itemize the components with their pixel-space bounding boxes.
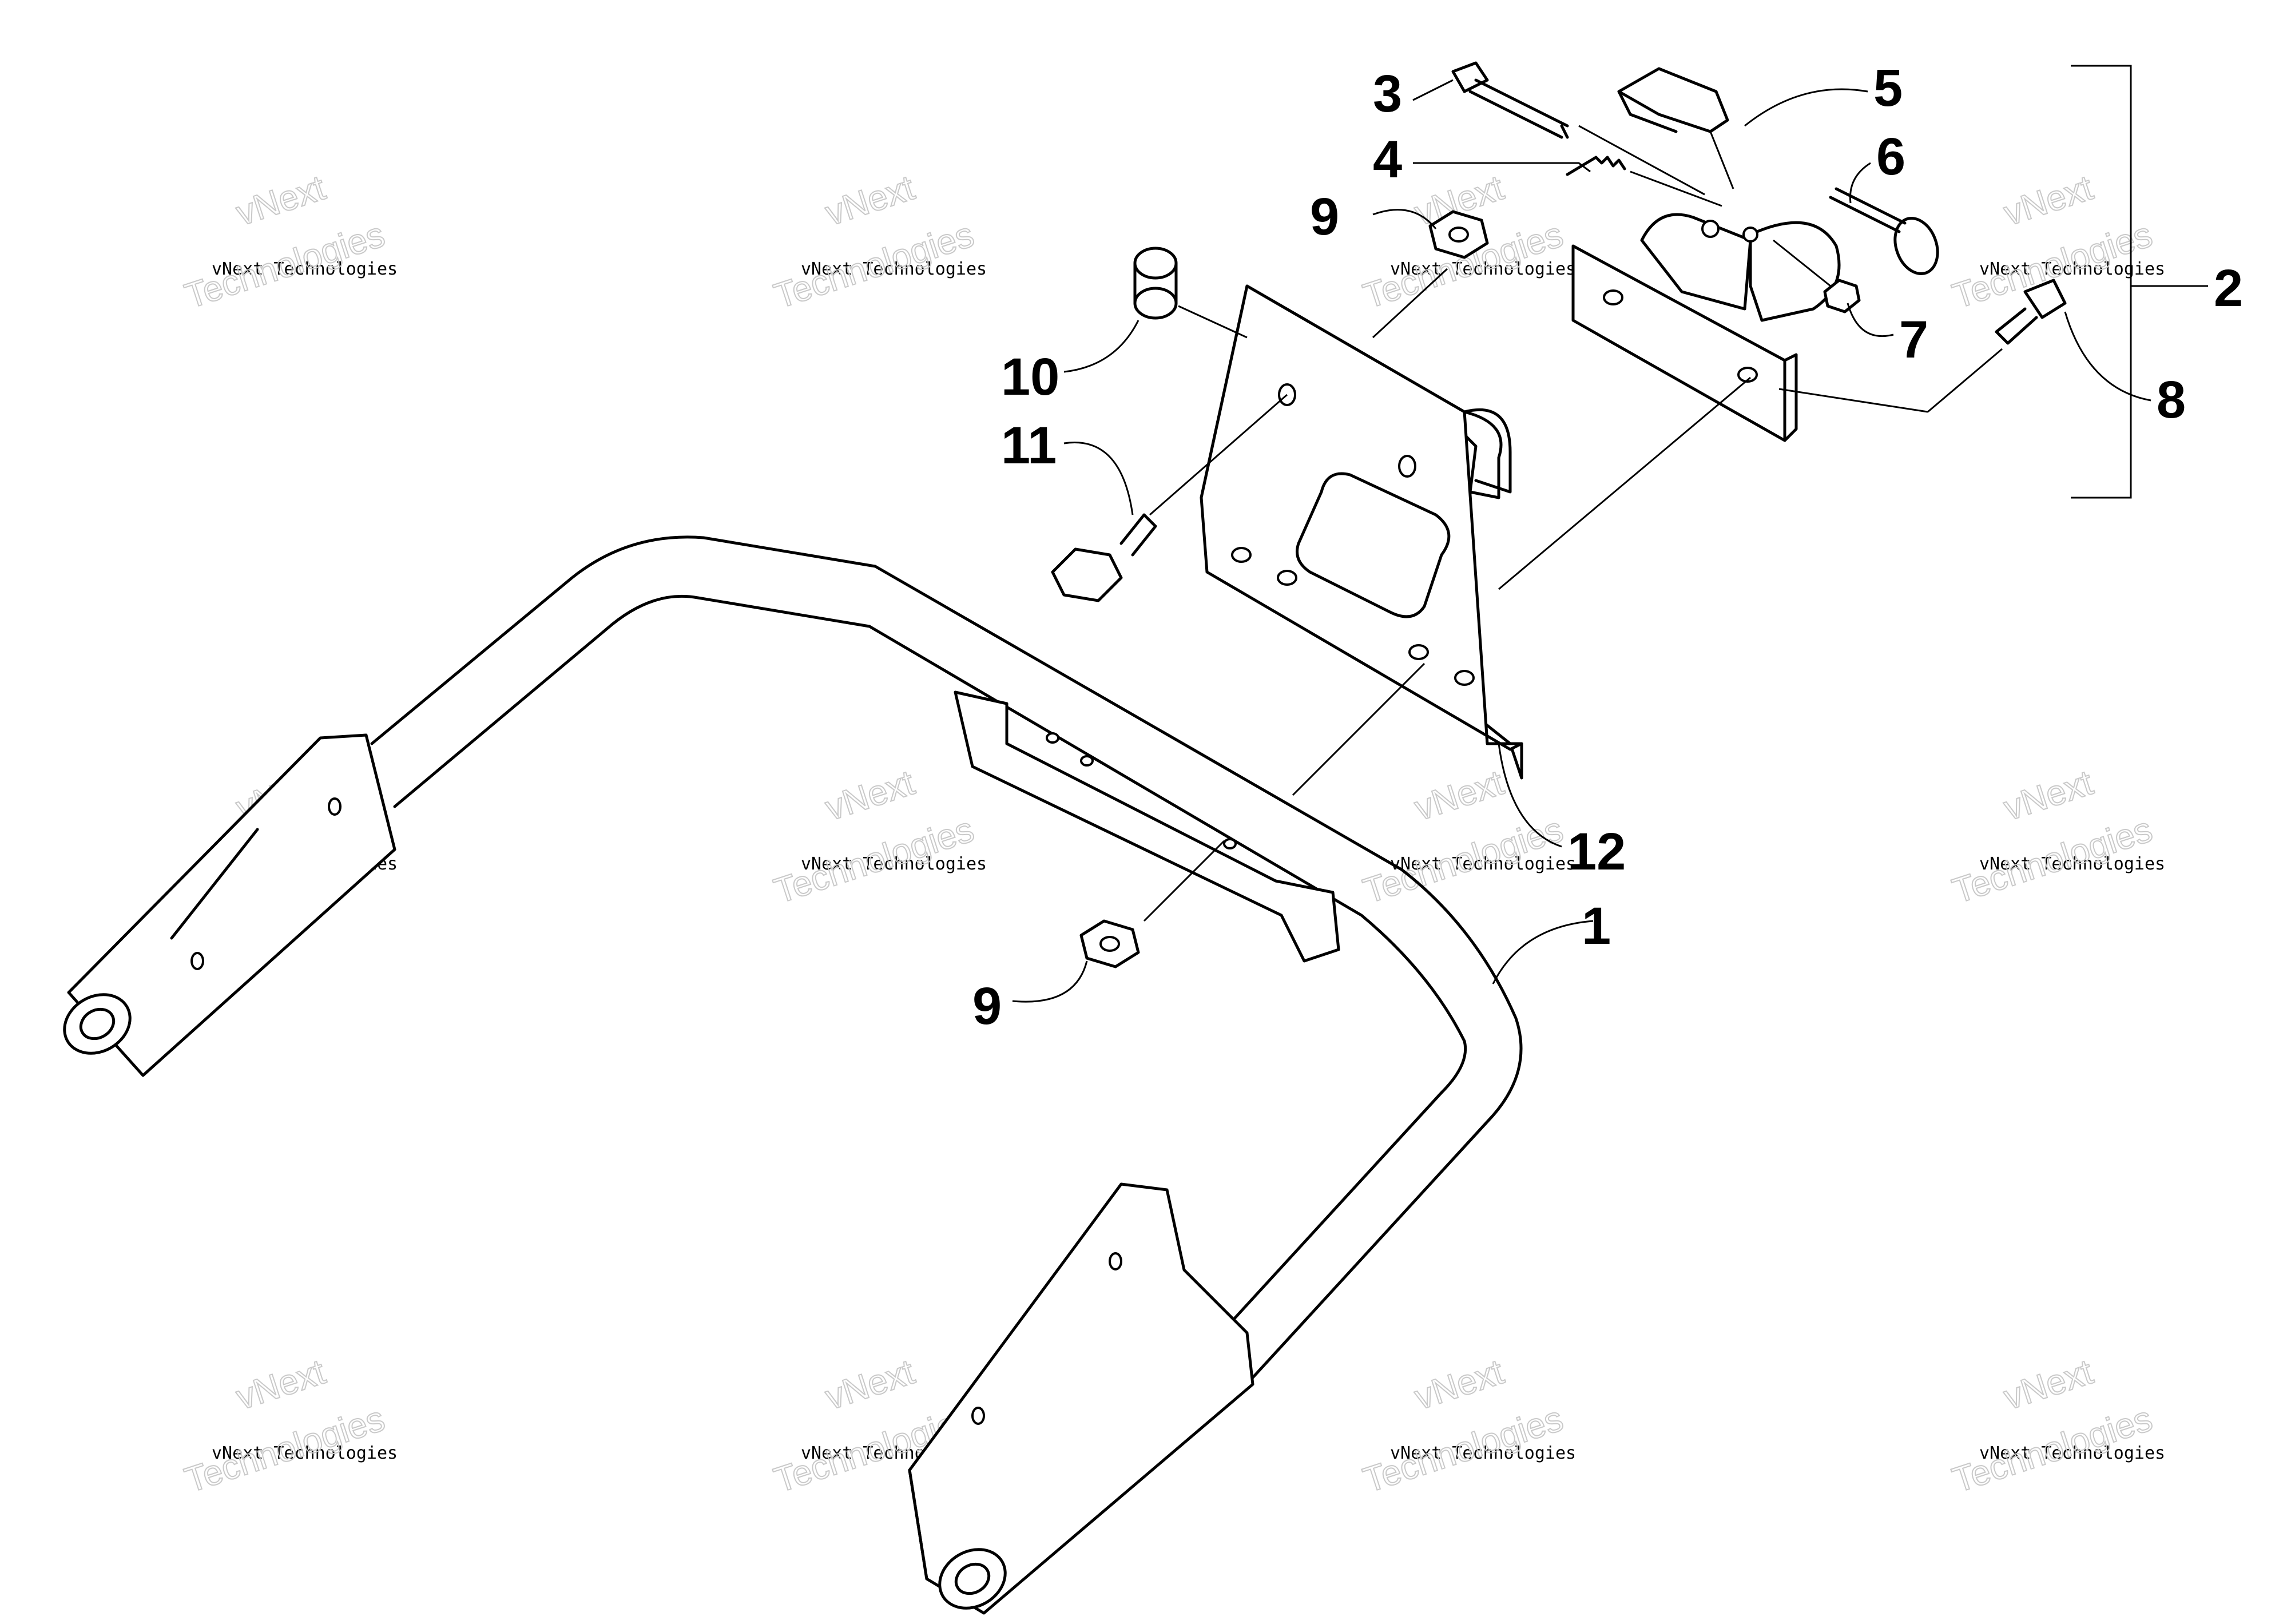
svg-text:vNext: vNext <box>1999 1352 2098 1418</box>
small-nut <box>1823 279 1861 313</box>
flange-nut-lower <box>1079 919 1140 968</box>
svg-text:vNext: vNext <box>232 1352 330 1418</box>
svg-text:vNext Technologies: vNext Technologies <box>1390 259 1576 279</box>
spacer <box>1133 247 1178 320</box>
callout-7: 7 <box>1899 311 1928 369</box>
flange-bolt <box>1995 279 2067 345</box>
watermark: vNext vNext Technologies Technologies <box>1358 1352 1576 1501</box>
hitch-assembly <box>1571 213 1841 442</box>
callout-2: 2 <box>2214 259 2243 317</box>
latch <box>1617 67 1729 133</box>
svg-text:vNext: vNext <box>821 1352 919 1418</box>
callouts: 1 2 3 4 5 6 7 8 9 9 10 11 12 <box>972 59 2243 1035</box>
spring <box>1566 156 1626 176</box>
callout-9-lower: 9 <box>972 977 1002 1035</box>
svg-text:vNext Technologies: vNext Technologies <box>1390 854 1576 874</box>
assembly-bracket <box>2071 65 2208 499</box>
callout-12: 12 <box>1567 823 1626 881</box>
watermark: vNext vNext Technologies Technologies <box>180 1352 398 1501</box>
svg-text:vNext: vNext <box>821 763 919 829</box>
explode-lines <box>1143 125 2003 922</box>
svg-text:vNext Technologies: vNext Technologies <box>1979 1443 2165 1463</box>
svg-text:vNext Technologies: vNext Technologies <box>1979 854 2165 874</box>
svg-text:vNext: vNext <box>232 168 330 234</box>
callout-3: 3 <box>1373 65 1402 123</box>
clevis-pin <box>1829 187 1939 275</box>
callout-8: 8 <box>2157 371 2186 429</box>
svg-text:vNext Technologies: vNext Technologies <box>801 854 987 874</box>
watermark: vNext vNext Technologies Technologies <box>1947 763 2165 912</box>
svg-text:vNext: vNext <box>821 168 919 234</box>
svg-text:vNext Technologies: vNext Technologies <box>1390 1443 1576 1463</box>
hex-bolt <box>1051 513 1157 602</box>
bumper-tube <box>63 535 1523 1615</box>
callout-4: 4 <box>1373 130 1402 189</box>
callout-6: 6 <box>1876 128 1905 186</box>
svg-text:vNext Technologies: vNext Technologies <box>1979 259 2165 279</box>
svg-text:vNext Technologies: vNext Technologies <box>801 259 987 279</box>
svg-text:vNext: vNext <box>1999 168 2098 234</box>
svg-text:vNext Technologies: vNext Technologies <box>212 259 398 279</box>
watermark: vNext vNext Technologies Technologies <box>1358 763 1576 912</box>
watermark: vNext vNext Technologies Technologies <box>769 763 987 912</box>
callout-leaders <box>1012 79 2151 1003</box>
callout-9-upper: 9 <box>1310 188 1339 246</box>
callout-1: 1 <box>1582 897 1611 955</box>
watermark: vNext vNext Technologies Technologies <box>769 168 987 317</box>
svg-text:vNext: vNext <box>1410 763 1508 829</box>
svg-text:vNext: vNext <box>1410 1352 1508 1418</box>
hitch-plate <box>1200 284 1523 780</box>
watermark: vNext vNext Technologies Technologies <box>1947 168 2165 317</box>
callout-10: 10 <box>1001 348 1059 406</box>
callout-5: 5 <box>1873 59 1903 117</box>
flange-nut-upper <box>1428 210 1489 259</box>
callout-11: 11 <box>1001 416 1057 475</box>
bolt <box>1451 61 1569 139</box>
watermark: vNext vNext Technologies Technologies <box>180 168 398 317</box>
svg-text:vNext: vNext <box>1999 763 2098 829</box>
svg-text:vNext Technologies: vNext Technologies <box>212 1443 398 1463</box>
watermark: vNext vNext Technologies Technologies <box>1947 1352 2165 1501</box>
